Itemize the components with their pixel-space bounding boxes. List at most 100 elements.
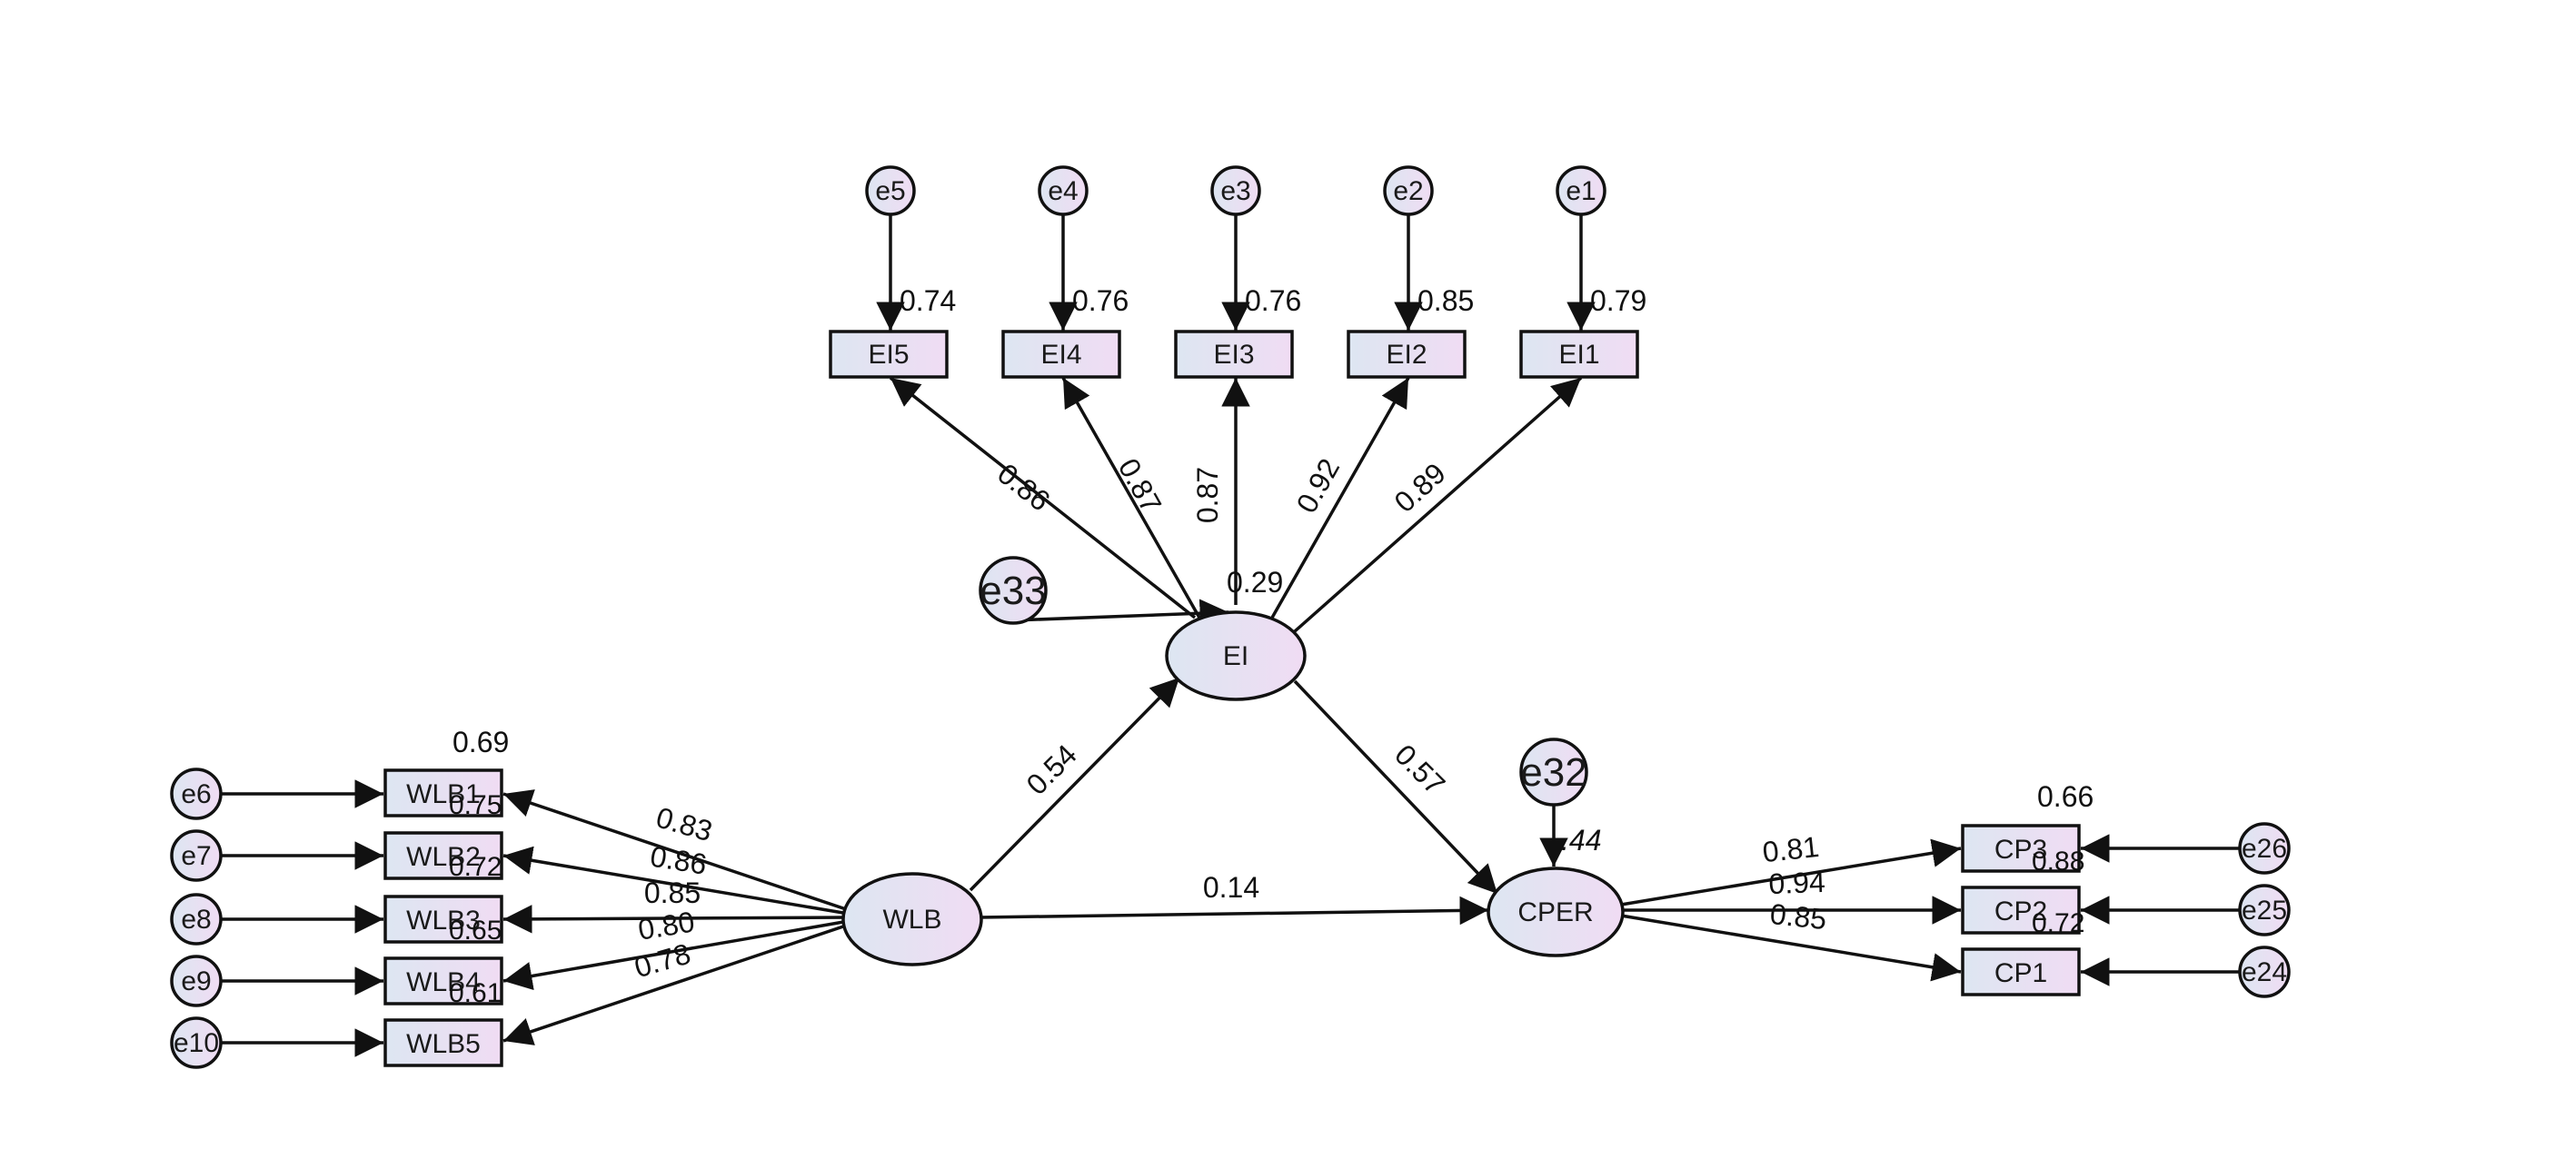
edge-EI-EI1 bbox=[1293, 376, 1583, 633]
node-EI4-label: EI4 bbox=[1040, 340, 1081, 370]
node-e4-label: e4 bbox=[1048, 176, 1078, 206]
node-e6-label: e6 bbox=[181, 779, 211, 809]
node-EI2[interactable]: EI2 bbox=[1347, 330, 1467, 379]
node-CP1-label: CP1 bbox=[1994, 958, 2047, 988]
node-e33[interactable]: e33 bbox=[979, 556, 1048, 625]
r2-CP3: 0.66 bbox=[2037, 780, 2094, 813]
node-e3-label: e3 bbox=[1220, 176, 1250, 206]
node-WLB2[interactable]: WLB2 bbox=[383, 831, 503, 880]
node-EI1-label: EI1 bbox=[1558, 340, 1599, 370]
node-e9[interactable]: e9 bbox=[170, 955, 223, 1007]
loading-CPER-CP2: 0.94 bbox=[1768, 866, 1825, 900]
r2-CP1: 0.72 bbox=[2032, 908, 2084, 938]
r2-CP2: 0.88 bbox=[2032, 847, 2084, 877]
node-WLB-label: WLB bbox=[882, 905, 941, 935]
node-e24[interactable]: e24 bbox=[2238, 946, 2291, 998]
node-e25[interactable]: e25 bbox=[2238, 884, 2291, 936]
loading-WLB-WLB3: 0.85 bbox=[644, 877, 701, 909]
node-WLB[interactable]: WLB bbox=[841, 872, 983, 966]
node-EI4[interactable]: EI4 bbox=[1001, 330, 1121, 379]
node-CP1[interactable]: CP1 bbox=[1961, 947, 2081, 996]
r2-WLB2: 0.75 bbox=[449, 790, 502, 820]
edge-EI-EI2 bbox=[1270, 377, 1410, 619]
node-e8[interactable]: e8 bbox=[170, 893, 223, 946]
loading-EI-EI4: 0.87 bbox=[1112, 453, 1169, 519]
path-WLB-EI: 0.54 bbox=[1019, 738, 1082, 800]
node-e32[interactable]: e32 bbox=[1519, 738, 1588, 807]
node-WLB5[interactable]: WLB5 bbox=[383, 1018, 503, 1067]
node-e5[interactable]: e5 bbox=[865, 165, 916, 216]
node-EI-label: EI bbox=[1223, 641, 1248, 671]
node-e1[interactable]: e1 bbox=[1556, 165, 1606, 216]
r2-WLB1: 0.69 bbox=[453, 726, 509, 758]
node-e2-label: e2 bbox=[1393, 176, 1423, 206]
edge-EI-EI4 bbox=[1061, 377, 1201, 619]
r2-EI4: 0.76 bbox=[1072, 284, 1129, 317]
r2-EI5: 0.74 bbox=[900, 284, 956, 317]
node-e33-label: e33 bbox=[980, 569, 1046, 613]
node-CPER[interactable]: CPER bbox=[1487, 867, 1625, 957]
node-e24-label: e24 bbox=[2242, 957, 2287, 987]
node-e8-label: e8 bbox=[181, 905, 211, 935]
loading-EI-EI2: 0.92 bbox=[1290, 453, 1347, 519]
node-e26-label: e26 bbox=[2242, 834, 2287, 864]
edge-WLB-WLB1 bbox=[502, 789, 850, 912]
r2-EI2: 0.85 bbox=[1417, 284, 1474, 317]
node-e10-label: e10 bbox=[174, 1028, 219, 1058]
loading-WLB-WLB4: 0.80 bbox=[636, 905, 697, 946]
edge-WLB-CPER bbox=[979, 896, 1489, 926]
r2-CPER: .44 bbox=[1561, 824, 1601, 857]
node-e7[interactable]: e7 bbox=[170, 829, 223, 882]
node-WLB4-label: WLB4 bbox=[406, 967, 481, 997]
node-e6[interactable]: e6 bbox=[170, 768, 223, 820]
node-e4[interactable]: e4 bbox=[1038, 165, 1089, 216]
node-WLB3[interactable]: WLB3 bbox=[383, 895, 503, 944]
path-WLB-CPER: 0.14 bbox=[1203, 871, 1259, 904]
loading-CPER-CP3: 0.81 bbox=[1761, 830, 1821, 868]
node-CP2[interactable]: CP2 bbox=[1961, 886, 2081, 935]
node-e1-label: e1 bbox=[1566, 176, 1596, 206]
node-CP3[interactable]: CP3 bbox=[1961, 824, 2081, 873]
node-WLB5-label: WLB5 bbox=[406, 1029, 481, 1059]
node-EI3-label: EI3 bbox=[1213, 340, 1254, 370]
edge-WLB-WLB3 bbox=[502, 905, 850, 934]
node-EI2-label: EI2 bbox=[1386, 340, 1427, 370]
node-e10[interactable]: e10 bbox=[170, 1016, 223, 1069]
edge-WLB-WLB5 bbox=[502, 923, 850, 1045]
edge-EI-CPER bbox=[1293, 679, 1499, 896]
node-e9-label: e9 bbox=[181, 966, 211, 996]
node-WLB2-label: WLB2 bbox=[406, 842, 481, 872]
r2-WLB5: 0.61 bbox=[449, 978, 502, 1008]
loading-CPER-CP1: 0.85 bbox=[1768, 897, 1828, 936]
node-WLB1-label: WLB1 bbox=[406, 779, 481, 809]
edge-WLB-WLB2 bbox=[502, 846, 850, 916]
r2-EI1: 0.79 bbox=[1590, 284, 1646, 317]
node-e32-label: e32 bbox=[1520, 750, 1586, 795]
node-e7-label: e7 bbox=[181, 841, 211, 871]
edge-WLB-WLB4 bbox=[502, 919, 850, 991]
r2-WLB3: 0.72 bbox=[449, 852, 502, 882]
node-EI1[interactable]: EI1 bbox=[1519, 330, 1639, 379]
node-EI3[interactable]: EI3 bbox=[1174, 330, 1294, 379]
node-CP2-label: CP2 bbox=[1994, 896, 2047, 926]
node-CPER-label: CPER bbox=[1517, 897, 1593, 927]
edge-e33-EI bbox=[1012, 599, 1229, 628]
r2-WLB4: 0.65 bbox=[449, 916, 502, 946]
node-EI5-label: EI5 bbox=[868, 340, 909, 370]
loading-EI-EI1: 0.89 bbox=[1387, 457, 1451, 519]
r2-EI: 0.29 bbox=[1227, 566, 1283, 599]
node-EI5[interactable]: EI5 bbox=[829, 330, 949, 379]
node-e2[interactable]: e2 bbox=[1383, 165, 1434, 216]
node-e3[interactable]: e3 bbox=[1210, 165, 1261, 216]
edge-EI-EI5 bbox=[889, 376, 1197, 619]
node-EI[interactable]: EI bbox=[1165, 610, 1307, 701]
node-e26[interactable]: e26 bbox=[2238, 822, 2291, 875]
edge-WLB-EI bbox=[969, 676, 1181, 892]
node-WLB4[interactable]: WLB4 bbox=[383, 956, 503, 1005]
edge-CPER-CP1 bbox=[1620, 914, 1962, 982]
node-e25-label: e25 bbox=[2242, 896, 2287, 926]
node-e5-label: e5 bbox=[875, 176, 905, 206]
node-CP3-label: CP3 bbox=[1994, 835, 2047, 865]
node-WLB3-label: WLB3 bbox=[406, 906, 481, 936]
node-WLB1[interactable]: WLB1 bbox=[383, 768, 503, 817]
